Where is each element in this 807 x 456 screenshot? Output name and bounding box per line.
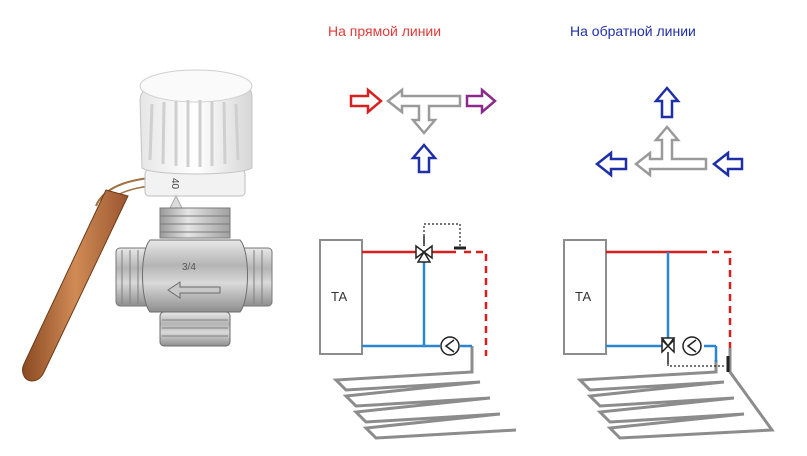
thermostatic-valve-picture: 40 [22, 69, 273, 382]
return-flow-arrows [594, 86, 744, 178]
capillary-tube [95, 177, 151, 207]
supply-line-scheme: ТА [319, 223, 517, 440]
three-way-valve-icon [415, 236, 433, 263]
mixing-tee-arrow-icon [385, 87, 462, 135]
mixed-supply-dashed-pipe [464, 250, 488, 356]
scale-pointer [169, 194, 183, 209]
hot-supply-dashed-pipe [700, 250, 732, 348]
hot-inflow-arrow-icon [349, 87, 383, 115]
copper-sensor-bulb [22, 189, 129, 382]
mixed-outflow-arrow-icon [465, 87, 497, 115]
scale-number-label: 40 [169, 178, 180, 190]
supply-line-heading: На прямой линии [328, 23, 441, 39]
boiler-box [563, 239, 607, 355]
diverting-tee-arrow-icon [633, 125, 708, 178]
valve-nut [159, 207, 231, 239]
return-left-arrow-icon [594, 150, 628, 178]
capillary-sensor-line [423, 223, 461, 248]
body-size-marking: 3/4 [182, 262, 196, 273]
thermostatic-head: 40 [139, 69, 253, 209]
boiler-label: ТА [331, 289, 348, 304]
boiler-box [319, 239, 363, 355]
capillary-sensor-line [667, 364, 726, 367]
boiler-label: ТА [575, 289, 592, 304]
return-up-arrow-icon [653, 86, 681, 119]
flow-direction-arrow-icon [167, 281, 221, 299]
valve-body: 3/4 [115, 239, 273, 347]
three-way-valve-icon [660, 337, 676, 364]
floor-heating-loop [576, 348, 775, 440]
cold-inflow-arrow-icon [410, 143, 438, 174]
circulation-pump-icon [682, 336, 702, 356]
floor-heating-loop [332, 346, 517, 440]
circulation-pump-icon [440, 336, 460, 356]
return-line-scheme: ТА [563, 239, 775, 440]
return-line-heading: На обратной линии [570, 23, 696, 39]
return-inflow-arrow-icon [711, 150, 744, 178]
supply-flow-arrows [349, 87, 497, 174]
